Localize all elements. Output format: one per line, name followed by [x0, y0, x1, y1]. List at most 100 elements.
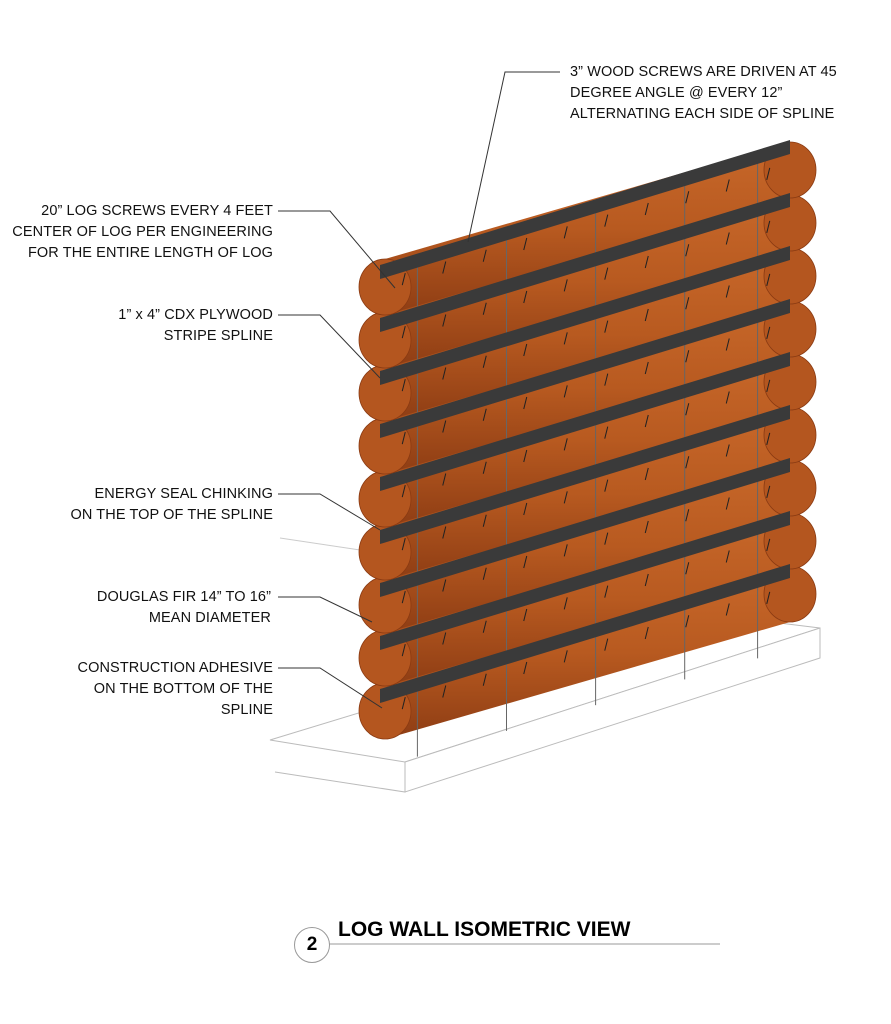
log-body — [385, 301, 790, 474]
wood-screw — [482, 408, 487, 421]
wood-screw — [523, 290, 528, 304]
spline — [380, 511, 790, 650]
wood-screw — [563, 597, 568, 610]
wood-screw — [604, 585, 609, 598]
wood-screw — [442, 367, 447, 380]
wood-screw — [442, 314, 447, 327]
wood-screw — [482, 567, 487, 580]
spline — [380, 352, 790, 491]
wood-screw — [644, 573, 649, 587]
note-line: 3” WOOD SCREWS ARE DRIVEN AT 45 — [570, 64, 837, 80]
note-line: FOR THE ENTIRE LENGTH OF LOG — [27, 245, 273, 261]
wood-screw — [401, 379, 406, 392]
wood-screw — [523, 449, 528, 463]
note-line: STRIPE SPLINE — [163, 328, 273, 344]
wood-screw — [523, 343, 528, 357]
note-line: ON THE TOP OF THE SPLINE — [70, 507, 273, 523]
wood-screw — [442, 473, 447, 486]
wood-screw — [482, 461, 487, 474]
adhesive-note: CONSTRUCTION ADHESIVE ON THE BOTTOM OF T… — [78, 658, 273, 721]
wood-screw — [644, 626, 649, 640]
wood-screw — [725, 391, 730, 404]
wood-screw — [766, 538, 771, 551]
wood-screw — [685, 297, 690, 310]
note-line: CENTER OF LOG PER ENGINEERING — [12, 224, 273, 240]
wood-screw — [401, 591, 406, 604]
wood-screw — [725, 603, 730, 616]
wood-screw — [685, 615, 690, 628]
spline — [380, 193, 790, 332]
wood-screw — [401, 644, 406, 657]
wood-screw — [523, 396, 528, 410]
wood-screw — [523, 502, 528, 516]
wood-screw — [685, 562, 690, 575]
wood-screw — [604, 267, 609, 280]
wood-screw — [685, 350, 690, 363]
spline — [380, 458, 790, 597]
wood-screw — [725, 497, 730, 510]
wood-screw — [401, 326, 406, 339]
view-number-badge: 2 — [294, 927, 330, 963]
wood-screw — [604, 479, 609, 492]
wood-screw — [604, 532, 609, 545]
wood-screw — [442, 526, 447, 539]
wood-screw — [442, 579, 447, 592]
log-body — [385, 142, 790, 315]
wood-screw — [725, 338, 730, 351]
wood-screw — [482, 514, 487, 527]
logs-note: DOUGLAS FIR 14” TO 16” MEAN DIAMETER — [97, 587, 271, 629]
note-line: 20” LOG SCREWS EVERY 4 FEET — [41, 203, 273, 219]
wood-screw — [766, 591, 771, 604]
wood-screw — [482, 620, 487, 633]
wood-screw — [766, 167, 771, 180]
wood-screw — [725, 550, 730, 563]
wood-screw — [766, 485, 771, 498]
spline-note: 1” x 4” CDX PLYWOOD STRIPE SPLINE — [118, 305, 273, 347]
wood-screw — [766, 432, 771, 445]
chinking-note: ENERGY SEAL CHINKING ON THE TOP OF THE S… — [70, 484, 273, 526]
wood-screw — [563, 279, 568, 292]
wood-screw — [685, 191, 690, 204]
wood-screw — [725, 179, 730, 192]
log-body — [385, 195, 790, 368]
wood-screw — [401, 273, 406, 286]
wood-screw — [563, 385, 568, 398]
note-line: ENERGY SEAL CHINKING — [94, 486, 273, 502]
wood-screw — [644, 255, 649, 269]
log-body — [385, 513, 790, 686]
wood-screw — [644, 467, 649, 481]
wood-screw — [644, 308, 649, 322]
wood-screw — [523, 661, 528, 675]
wood-screw — [401, 538, 406, 551]
logs — [358, 140, 817, 757]
log-body — [385, 248, 790, 421]
wood-screw — [604, 638, 609, 651]
view-title: LOG WALL ISOMETRIC VIEW — [338, 918, 631, 941]
wood-screw — [442, 261, 447, 274]
spline — [380, 405, 790, 544]
wood-screw — [401, 485, 406, 498]
wood-screw — [766, 273, 771, 286]
wood-screw — [725, 444, 730, 457]
wood-screw — [442, 685, 447, 698]
wood-screw — [523, 608, 528, 622]
leader-lines — [278, 71, 560, 709]
wood-screw — [482, 673, 487, 686]
wood-screw — [442, 420, 447, 433]
note-line: CONSTRUCTION ADHESIVE — [77, 660, 273, 676]
wood-screw — [563, 544, 568, 557]
spline — [380, 299, 790, 438]
wood-screw — [604, 320, 609, 333]
note-line: DEGREE ANGLE @ EVERY 12” — [570, 85, 783, 101]
note-line: ON THE BOTTOM OF THE — [93, 681, 273, 697]
wood-screw — [482, 302, 487, 315]
spline — [380, 246, 790, 385]
wood-screw — [644, 202, 649, 216]
wood-screw — [644, 361, 649, 375]
spline — [380, 140, 790, 279]
log-body — [385, 460, 790, 633]
wood-screw — [563, 491, 568, 504]
wood-screws-note: 3” WOOD SCREWS ARE DRIVEN AT 45 DEGREE A… — [570, 62, 837, 125]
wood-screw — [563, 438, 568, 451]
